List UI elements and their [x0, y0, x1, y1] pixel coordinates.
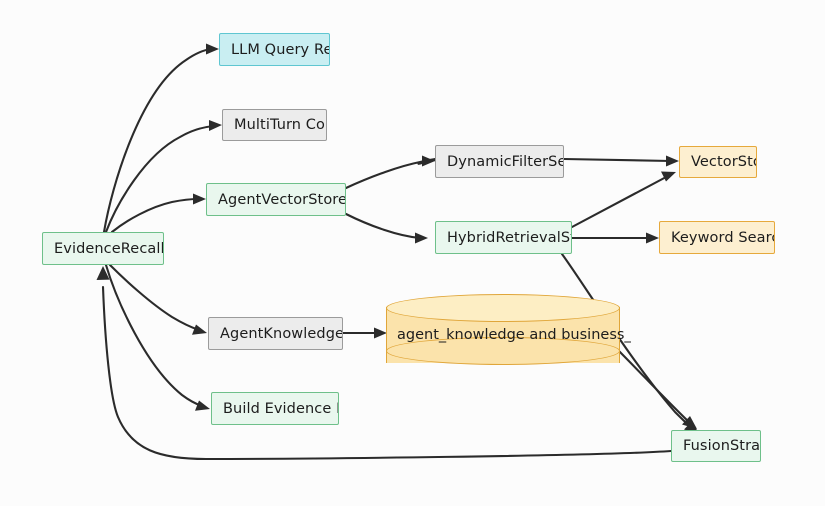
node-label: LLM Query Rewr — [231, 41, 329, 58]
node-label: MultiTurn Contе — [234, 117, 326, 133]
cylinder-bottom-ellipse — [386, 337, 620, 365]
node-llm-query-rewrite[interactable]: LLM Query Rewr — [219, 33, 330, 66]
edge-evidence-to-llm-query-rewrite — [102, 43, 219, 234]
edge-hybrid-retrieval-to-vector-store — [570, 171, 676, 229]
node-label: EvidenceRecallNo — [54, 240, 164, 257]
edge-evidence-to-multiturn-context — [104, 120, 222, 234]
cylinder-top-ellipse — [386, 294, 620, 322]
node-label: Keyword Search — [671, 229, 774, 246]
edge-evidence-to-build-evidence-prompt — [104, 263, 210, 411]
node-build-evidence-prompt[interactable]: Build Evidence Prom — [211, 392, 339, 425]
node-label: AgentKnowledgeMap — [220, 325, 343, 342]
node-vector-store[interactable]: VectorStor — [679, 146, 757, 178]
edge-agent-vector-store-to-hybrid-retrieval — [344, 212, 428, 244]
node-keyword-search[interactable]: Keyword Search — [659, 221, 775, 254]
node-multiturn-context[interactable]: MultiTurn Contе — [222, 109, 327, 141]
edge-hybrid-retrieval-to-keyword-search — [570, 232, 659, 244]
node-label: Build Evidence Prom — [223, 400, 338, 417]
node-label: FusionStrate — [683, 438, 761, 454]
node-fusion-strategy[interactable]: FusionStrate — [671, 430, 761, 462]
edge-agent-vector-store-to-dynamic-filter — [344, 155, 447, 190]
node-label: DynamicFilterServ — [447, 153, 563, 170]
node-evidence-recall-node[interactable]: EvidenceRecallNo — [42, 232, 164, 265]
node-label: agent_knowledge and business_know — [397, 327, 631, 343]
edge-dynamic-filter-to-vector-store — [562, 155, 679, 167]
node-agent-vector-store-service[interactable]: AgentVectorStoreSer — [206, 183, 346, 216]
node-label: VectorStor — [691, 154, 756, 170]
node-knowledge-database[interactable]: agent_knowledge and business_know — [386, 294, 631, 376]
edge-evidence-to-agent-vector-store — [110, 193, 206, 234]
node-hybrid-retrieval-strategy[interactable]: HybridRetrievalStrat — [435, 221, 572, 254]
node-dynamic-filter-service[interactable]: DynamicFilterServ — [435, 145, 564, 178]
edge-evidence-to-agent-knowledge-map — [108, 263, 207, 335]
edge-agent-knowledge-map-to-database — [341, 327, 387, 339]
node-agent-knowledge-map[interactable]: AgentKnowledgeMap — [208, 317, 343, 350]
node-label: HybridRetrievalStrat — [447, 229, 571, 246]
node-label: AgentVectorStoreSer — [218, 191, 346, 208]
